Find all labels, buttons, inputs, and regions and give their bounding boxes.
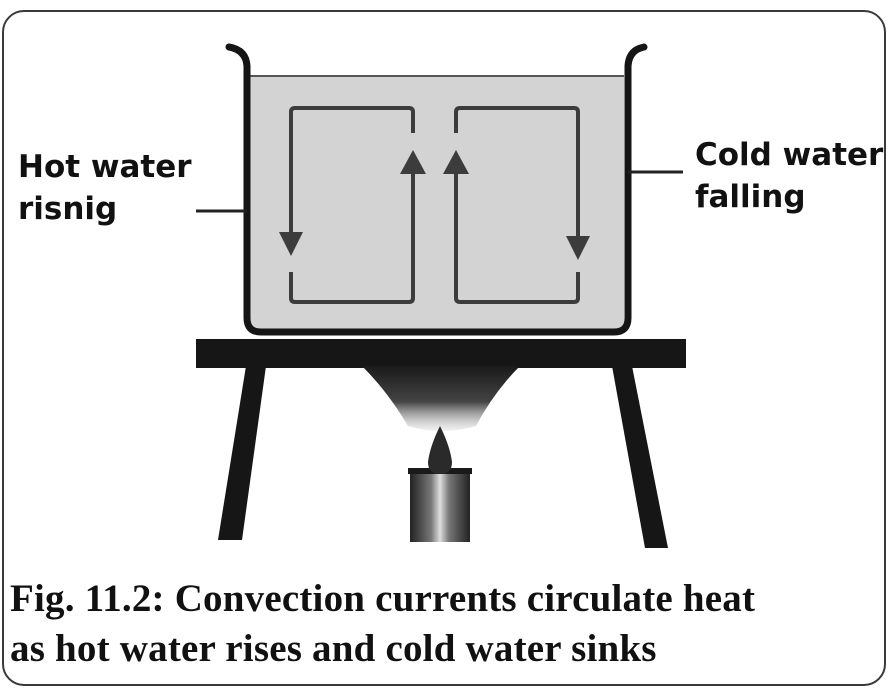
caption-line1: Fig. 11.2: Convection currents circulate…	[10, 577, 756, 620]
tripod-leg-right	[612, 366, 668, 548]
hot-water-label-line2: risnig	[18, 191, 118, 227]
left-current-loop	[289, 106, 415, 238]
hot-water-label-line1: Hot water	[18, 149, 192, 185]
left-current-bottom	[289, 172, 415, 304]
tripod-leg-left	[218, 366, 266, 540]
figure-caption: Fig. 11.2: Convection currents circulate…	[10, 574, 886, 674]
cold-water-label-line1: Cold water	[695, 137, 884, 173]
left-up-arrow	[400, 150, 426, 174]
right-current-top	[454, 106, 580, 238]
water	[250, 76, 624, 330]
cold-water-label: Cold water falling	[695, 134, 890, 218]
right-current-loop	[454, 172, 580, 304]
cold-water-label-line2: falling	[695, 179, 806, 215]
left-down-arrow	[279, 232, 303, 256]
hot-water-label: Hot water risnig	[18, 146, 218, 230]
right-down-arrow	[566, 236, 590, 260]
figure-frame	[2, 10, 886, 686]
heat-plume	[362, 366, 520, 431]
burner	[410, 470, 470, 542]
right-up-arrow	[443, 150, 469, 174]
flame	[428, 426, 452, 474]
caption-line2: as hot water rises and cold water sinks	[10, 627, 657, 670]
tripod-top	[196, 339, 686, 368]
beaker	[225, 43, 648, 336]
